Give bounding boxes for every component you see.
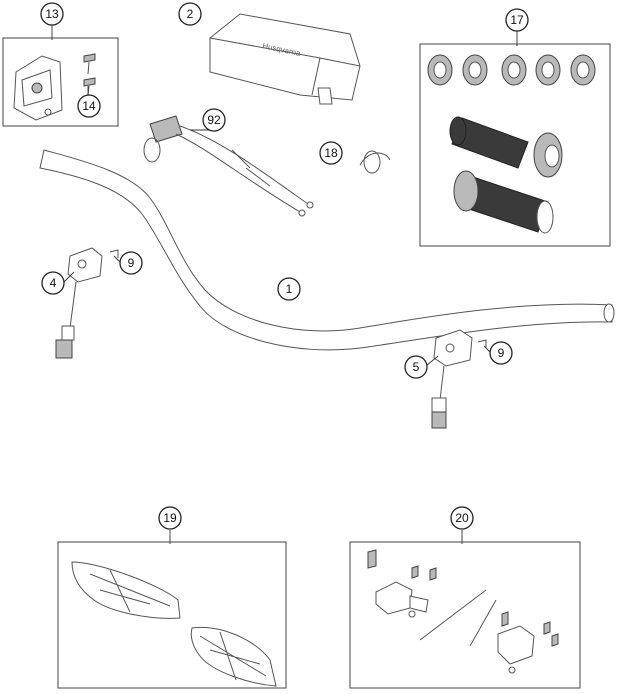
callout-17: 17 xyxy=(505,8,529,32)
callout-label: 1 xyxy=(286,282,293,296)
right-hand-guard xyxy=(190,626,277,687)
handlebar-pad: Husqvarna xyxy=(209,13,361,105)
callout-9-left: 9 xyxy=(119,251,143,275)
throttle-housing xyxy=(13,55,63,121)
callout-20: 20 xyxy=(450,506,474,530)
callout-label: 14 xyxy=(82,99,96,113)
callout-label: 19 xyxy=(163,511,177,525)
callout-label: 2 xyxy=(187,7,194,21)
hand-guards-box xyxy=(57,541,287,689)
callout-label: 4 xyxy=(50,276,57,290)
callout-label: 20 xyxy=(455,511,469,525)
throttle-cables xyxy=(143,115,314,217)
callout-13: 13 xyxy=(40,2,64,26)
throttle-housing-box xyxy=(2,37,119,127)
callout-19: 19 xyxy=(158,506,182,530)
callout-label: 5 xyxy=(413,360,420,374)
callout-label: 9 xyxy=(128,256,135,270)
throttle-cams xyxy=(427,54,596,86)
callout-label: 13 xyxy=(45,7,59,21)
mounting-kit-parts xyxy=(367,549,559,674)
callout-9-right: 9 xyxy=(489,341,513,365)
callout-18: 18 xyxy=(319,141,343,165)
throttle-grip xyxy=(449,116,563,178)
handlebar-end xyxy=(603,303,615,323)
callout-14: 14 xyxy=(77,94,101,118)
handlebar xyxy=(39,149,615,351)
housing-screws xyxy=(83,53,96,97)
mounting-kit-box xyxy=(349,541,581,689)
callout-label: 9 xyxy=(498,346,505,360)
callout-label: 17 xyxy=(510,13,524,27)
callout-1: 1 xyxy=(277,277,301,301)
callout-label: 92 xyxy=(207,113,221,127)
callout-92: 92 xyxy=(202,108,226,132)
callout-4: 4 xyxy=(41,271,65,295)
cable-tie xyxy=(359,150,391,174)
callout-2: 2 xyxy=(178,2,202,26)
leader-lines xyxy=(51,24,518,544)
left-hand-guard xyxy=(71,561,181,619)
left-grip xyxy=(453,170,554,234)
left-switch xyxy=(55,247,119,359)
grips-box xyxy=(419,43,611,247)
callout-5: 5 xyxy=(404,355,428,379)
callout-label: 18 xyxy=(324,146,338,160)
right-switch xyxy=(431,329,487,429)
